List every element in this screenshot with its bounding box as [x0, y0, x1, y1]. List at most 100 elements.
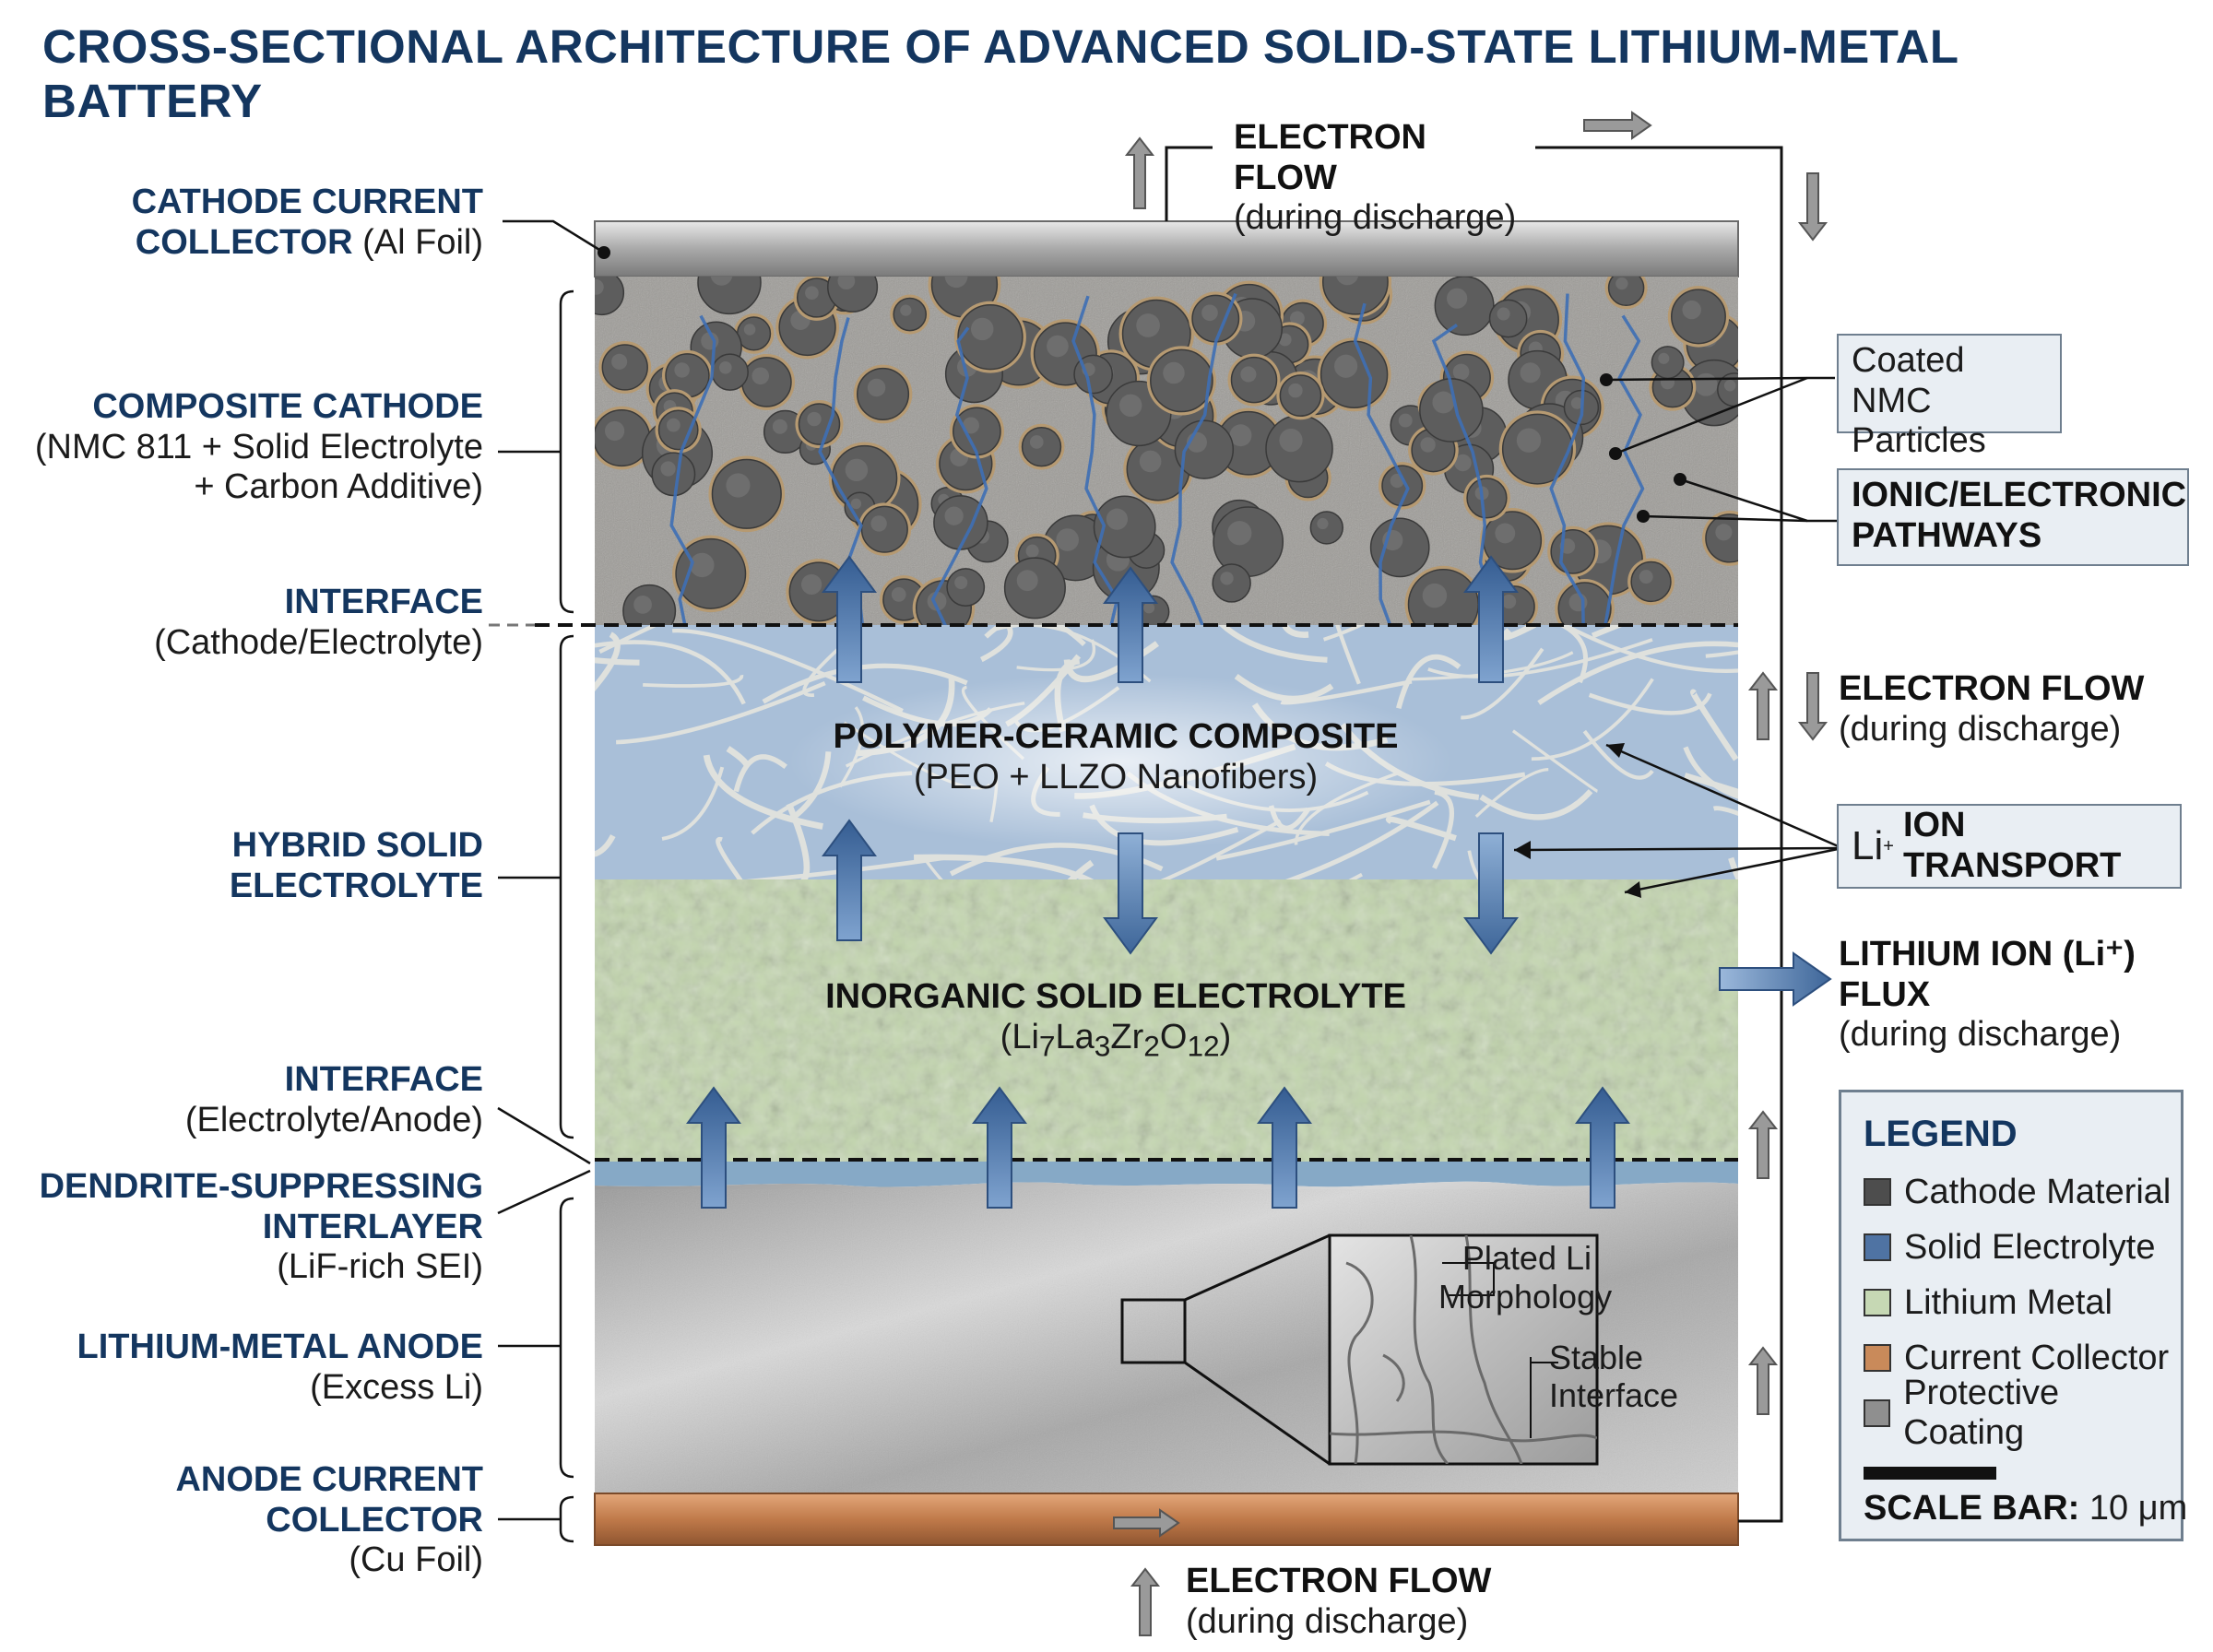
legend-item: Current Collector: [1864, 1338, 2170, 1377]
label-line: (during discharge): [1839, 709, 2122, 749]
formula-part: Zr: [1110, 1017, 1144, 1056]
electron-flow-arrow: [1124, 136, 1155, 209]
label-hybrid-electrolyte: HYBRID SOLID ELECTROLYTE: [37, 826, 483, 906]
legend-label: Current Collector: [1904, 1338, 2170, 1377]
ion-flux-down-arrow: [1463, 832, 1519, 955]
llzo-nanofiber: [1335, 625, 1361, 685]
llzo-nanofiber: [1386, 816, 1457, 842]
legend-item: Lithium Metal: [1864, 1283, 2112, 1322]
electron-flow-right-label: ELECTRON FLOW (during discharge): [1839, 669, 2152, 749]
label-line: (during discharge): [1234, 198, 1517, 238]
dendrite-interlayer: [595, 1162, 1738, 1187]
label-line: (NMC 811 + Solid Electrolyte: [34, 427, 483, 466]
page-title: CROSS-SECTIONAL ARCHITECTURE OF ADVANCED…: [42, 20, 1959, 127]
llzo-nanofiber: [1432, 789, 1454, 869]
polymer-layer-label: POLYMER-CERAMIC COMPOSITE (PEO + LLZO Na…: [793, 717, 1438, 797]
inorganic-electrolyte-layer: [595, 879, 1738, 1162]
legend-label: Solid Electrolyte: [1904, 1227, 2156, 1267]
label-line: LITHIUM-METAL ANODE: [77, 1328, 483, 1366]
llzo-nanofiber: [1474, 768, 1549, 819]
llzo-nanofiber: [1016, 639, 1095, 672]
legend-item: Solid Electrolyte: [1864, 1227, 2156, 1267]
label-line: Coated NMC: [1852, 341, 1965, 420]
formula-part: O: [1159, 1017, 1188, 1056]
legend-title: LEGEND: [1864, 1114, 2018, 1154]
formula-part: 2: [1143, 1029, 1160, 1063]
legend-swatch: [1864, 1289, 1891, 1316]
llzo-nanofiber: [726, 746, 751, 768]
llzo-nanofiber: [1410, 651, 1574, 681]
label-line: IONIC/ELECTRONIC: [1852, 476, 2187, 514]
llzo-nanofiber: [1591, 625, 1627, 639]
label-line: DENDRITE-SUPPRESSING: [39, 1167, 483, 1206]
electron-flow-arrow: [1583, 111, 1652, 140]
label-interlayer: DENDRITE-SUPPRESSING INTERLAYER (LiF-ric…: [18, 1167, 483, 1288]
electron-flow-arrow: [1747, 1346, 1779, 1415]
inset-label-plated: Plated Li: [1457, 1239, 1592, 1277]
legend-item: Protective Coating: [1864, 1374, 2181, 1452]
formula-part: 7: [1038, 1029, 1056, 1063]
llzo-nanofiber: [924, 859, 943, 879]
li-ion-charge: +: [1883, 835, 1894, 856]
llzo-nanofiber: [1479, 789, 1593, 820]
nmc-particles-box: Coated NMC Particles: [1837, 334, 2062, 460]
llzo-nanofiber: [643, 674, 744, 688]
llzo-nanofiber: [733, 754, 787, 793]
label-line: COLLECTOR: [135, 222, 353, 262]
llzo-nanofiber: [1537, 641, 1738, 705]
ionic-pathway: [1170, 292, 1237, 625]
llzo-nanofiber: [1461, 647, 1544, 720]
label-line: INTERFACE: [284, 583, 483, 621]
label-line: Particles: [1852, 421, 1986, 461]
label-line: INORGANIC SOLID ELECTROLYTE: [825, 977, 1406, 1016]
ionic-pathway: [1071, 295, 1119, 625]
llzo-nanofiber: [1582, 729, 1654, 780]
ion-flux-up-arrow: [1257, 1086, 1312, 1209]
external-circuit: [1165, 146, 1783, 1523]
ion-flux-down-arrow: [1103, 832, 1158, 955]
formula-part: 12: [1187, 1029, 1220, 1063]
ion-flux-up-arrow: [972, 1086, 1027, 1209]
label-line: (during discharge): [1839, 1015, 2122, 1055]
label-line: COLLECTOR: [266, 1500, 483, 1540]
llzo-nanofiber: [1511, 729, 1599, 793]
inorganic-layer-label: INORGANIC SOLID ELECTROLYTE (Li7La3Zr2O1…: [793, 977, 1438, 1063]
label-line: ELECTRON FLOW: [1186, 1562, 1492, 1600]
legend-swatch: [1864, 1233, 1891, 1261]
leader-lines: [497, 219, 1843, 1543]
llzo-nanofiber: [1588, 692, 1712, 715]
label-line: Morphology: [1438, 1278, 1613, 1316]
label-line: Interface: [1549, 1376, 1679, 1415]
legend-item: Cathode Material: [1864, 1172, 2172, 1211]
ion-flux-up-arrow: [822, 555, 877, 683]
electron-flow-arrow: [1747, 671, 1779, 740]
llzo-nanofiber: [1684, 773, 1738, 796]
llzo-nanofiber: [703, 754, 823, 830]
ionic-pathway: [1549, 293, 1586, 625]
label-line: COMPOSITE CATHODE: [92, 387, 483, 426]
label-line: ANODE CURRENT: [175, 1460, 483, 1499]
label-line: (LiF-rich SEI): [277, 1247, 483, 1287]
label-line: POLYMER-CERAMIC COMPOSITE: [833, 717, 1399, 756]
label-composite-cathode: COMPOSITE CATHODE (NMC 811 + Solid Elect…: [9, 387, 483, 508]
electron-flow-top-label: ELECTRON FLOW (during discharge): [1234, 118, 1538, 239]
formula-part: Li: [1012, 1017, 1039, 1056]
llzo-nanofiber: [1556, 625, 1588, 684]
llzo-nanofiber: [1467, 850, 1483, 879]
llzo-nanofiber: [979, 625, 1013, 663]
llzo-nanofiber: [1218, 625, 1328, 663]
llzo-nanofiber: [595, 657, 640, 666]
label-line: PATHWAYS: [1852, 515, 2042, 555]
legend-swatch: [1864, 1344, 1891, 1372]
formula-part: La: [1055, 1017, 1095, 1056]
llzo-nanofiber: [661, 766, 725, 841]
cathode-current-collector: [594, 220, 1739, 277]
legend-label: Cathode Material: [1904, 1172, 2172, 1211]
ionic-pathway: [1604, 314, 1645, 625]
electron-flow-bottom-label: ELECTRON FLOW (during discharge): [1186, 1562, 1499, 1642]
legend-label: Protective Coating: [1903, 1374, 2060, 1452]
legend-swatch: [1864, 1399, 1891, 1427]
label-cathode-current-collector: CATHODE CURRENT COLLECTOR (Al Foil): [37, 183, 483, 263]
